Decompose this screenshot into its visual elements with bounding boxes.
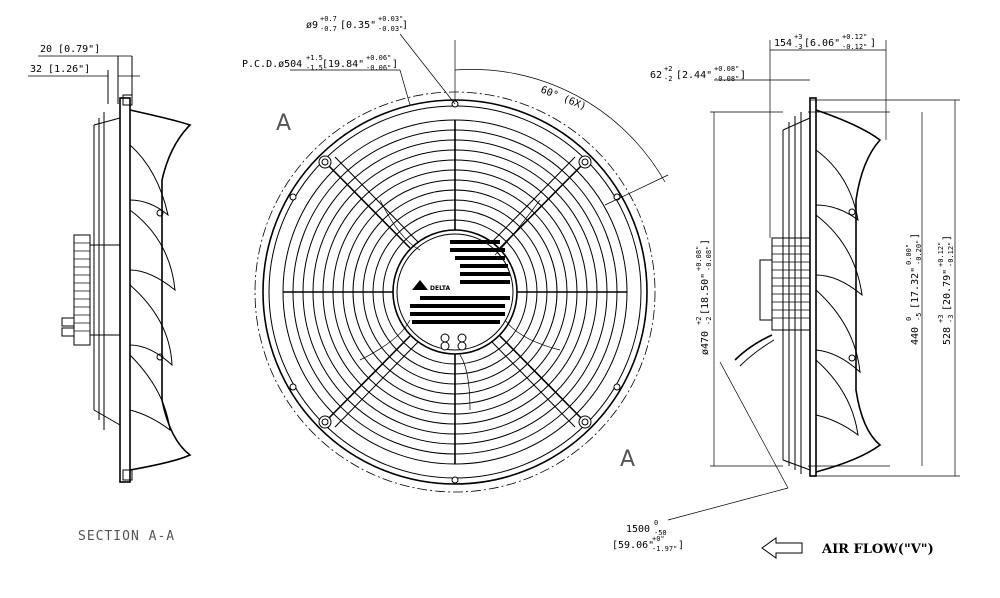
svg-text:]: ] — [740, 70, 746, 81]
hub-label-plate: DELTA — [410, 240, 510, 324]
svg-text:+0.7: +0.7 — [320, 15, 337, 23]
dim-528: 528 +3 -3 [20.79" +0.12" -0.12" ] — [937, 235, 955, 345]
svg-text:+1.5: +1.5 — [306, 54, 323, 62]
dim-154: 154 +3 -3 [6.06" +0.12" -0.12" ] — [774, 33, 876, 51]
guard-spokes — [283, 120, 627, 464]
motor-fins — [74, 242, 90, 332]
dim-20: 20 [0.79"] — [38, 44, 132, 57]
dim-62: 62 +2 -2 [2.44" +0.08" -0.08" ] — [650, 65, 746, 83]
svg-text:154: 154 — [774, 38, 792, 49]
svg-text:[59.06": [59.06" — [612, 540, 654, 551]
section-label: SECTION A-A — [78, 529, 175, 544]
svg-text:]: ] — [678, 540, 684, 551]
svg-text:0.00": 0.00" — [905, 244, 913, 265]
svg-text:1500: 1500 — [626, 524, 650, 535]
shroud-profile — [129, 109, 192, 471]
angle-arc — [454, 69, 666, 183]
delta-logo-icon — [412, 280, 428, 290]
dim-hole: ø9 +0.7 -0.7 [0.35" +0.03" -0.03" ] — [306, 15, 408, 33]
section-view: 20 [0.79"] 32 [1.26"] SECTION A-A — [28, 44, 192, 544]
svg-text:+3: +3 — [937, 315, 945, 323]
svg-text:+0.08": +0.08" — [714, 65, 739, 73]
svg-text:[17.32": [17.32" — [910, 267, 921, 309]
side-guard — [782, 112, 811, 474]
svg-text:]: ] — [942, 235, 953, 241]
svg-text:-1.5: -1.5 — [306, 64, 323, 72]
svg-text:-3: -3 — [794, 43, 802, 51]
svg-text:-0.03": -0.03" — [378, 25, 403, 33]
svg-text:[19.84": [19.84" — [322, 59, 364, 70]
dim-cable: 1500 0 -50 [59.06" +0" -1.97" ] — [612, 519, 684, 553]
air-flow-arrow-icon — [761, 537, 803, 559]
svg-text:+0.12": +0.12" — [842, 33, 867, 41]
svg-text:+2: +2 — [695, 317, 703, 325]
side-blades — [815, 149, 863, 437]
mount-bolt-bottom — [122, 469, 133, 481]
svg-text:ø470: ø470 — [700, 331, 711, 355]
svg-text:-0.12": -0.12" — [947, 242, 955, 267]
dim-470: ø470 +2 -2 [18.50" +0.08" -0.08" ] — [695, 239, 713, 355]
svg-text:+0.12": +0.12" — [937, 242, 945, 267]
motor-housing — [73, 234, 91, 346]
svg-text:+3: +3 — [794, 33, 802, 41]
mount-holes — [289, 100, 621, 484]
svg-text:-0.06": -0.06" — [366, 64, 391, 72]
svg-text:0: 0 — [905, 317, 913, 321]
front-view: DELTA ø9 +0.7 -0.7 [0.35" +0.03" -0.03" … — [242, 15, 669, 493]
svg-text:+2: +2 — [664, 65, 672, 73]
motor-hub — [392, 229, 518, 355]
svg-text:20 [0.79"]: 20 [0.79"] — [40, 44, 100, 55]
svg-text:]: ] — [910, 233, 921, 239]
svg-text:+0.06": +0.06" — [366, 54, 391, 62]
svg-text:440: 440 — [910, 327, 921, 345]
svg-text:62: 62 — [650, 70, 662, 81]
svg-text:-5: -5 — [915, 313, 923, 321]
svg-text:[18.50": [18.50" — [700, 273, 711, 315]
side-motor-fins — [772, 245, 810, 319]
svg-text:-0.20": -0.20" — [915, 240, 923, 265]
air-flow-label: AIR FLOW("V") — [821, 542, 934, 557]
svg-text:]: ] — [402, 20, 408, 31]
svg-text:]: ] — [392, 59, 398, 70]
side-view: 154 +3 -3 [6.06" +0.12" -0.12" ] 62 +2 -… — [612, 33, 960, 559]
svg-text:ø9: ø9 — [306, 20, 318, 31]
svg-text:P.C.D.ø504: P.C.D.ø504 — [242, 59, 302, 70]
svg-text:32 [1.26"]: 32 [1.26"] — [30, 64, 90, 75]
svg-text:-0.08": -0.08" — [714, 75, 739, 83]
power-cable — [734, 334, 773, 361]
svg-text:[20.79": [20.79" — [942, 269, 953, 311]
svg-text:]: ] — [700, 239, 711, 245]
dim-440: 440 0 -5 [17.32" 0.00" -0.20" ] — [905, 233, 923, 345]
mount-bolt-top — [122, 94, 133, 106]
svg-text:-0.08": -0.08" — [705, 246, 713, 271]
side-mounting-plate — [809, 97, 817, 477]
dim-pcd: P.C.D.ø504 +1.5 -1.5 [19.84" +0.06" -0.0… — [242, 54, 398, 72]
svg-text:0: 0 — [654, 519, 658, 527]
svg-text:-50: -50 — [654, 529, 667, 537]
svg-text:-0.12": -0.12" — [842, 43, 867, 51]
svg-text:[2.44": [2.44" — [676, 70, 712, 81]
mounting-plate — [119, 97, 131, 483]
svg-text:[6.06": [6.06" — [804, 38, 840, 49]
svg-text:[0.35": [0.35" — [340, 20, 376, 31]
svg-text:-2: -2 — [664, 75, 672, 83]
impeller-blades — [129, 144, 176, 432]
side-motor — [771, 237, 811, 331]
svg-text:+0": +0" — [652, 535, 665, 543]
section-mark-bottom: A — [620, 447, 635, 472]
hole-leader — [399, 33, 456, 105]
svg-text:DELTA: DELTA — [430, 285, 451, 292]
svg-text:528: 528 — [942, 327, 953, 345]
side-shroud — [815, 109, 882, 473]
section-mark-top: A — [276, 111, 291, 136]
dim-32: 32 [1.26"] — [28, 64, 140, 77]
svg-text:+0.08": +0.08" — [695, 246, 703, 271]
svg-text:+0.03": +0.03" — [378, 15, 403, 23]
svg-text:-1.97": -1.97" — [652, 545, 677, 553]
svg-text:-0.7: -0.7 — [320, 25, 337, 33]
svg-text:-3: -3 — [947, 315, 955, 323]
svg-text:-2: -2 — [705, 317, 713, 325]
svg-text:]: ] — [870, 38, 876, 49]
